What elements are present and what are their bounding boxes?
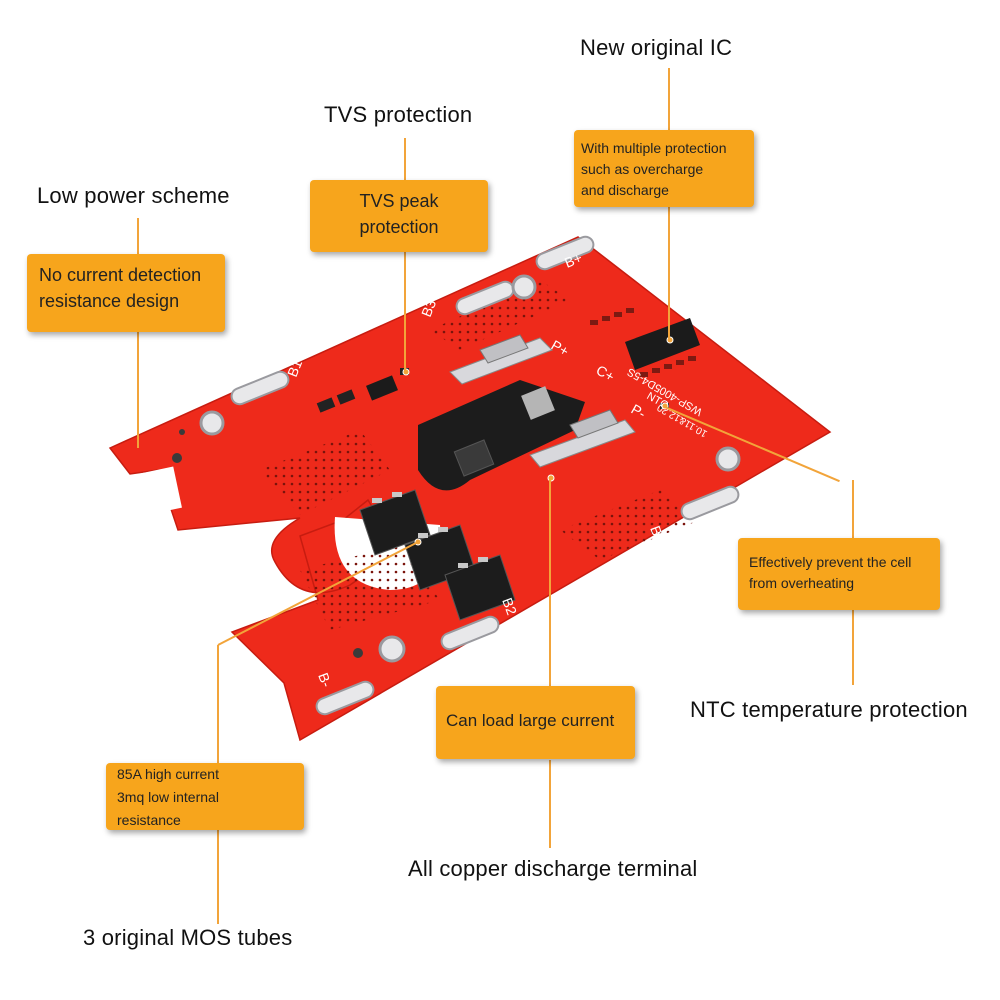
connector-center-pin — [521, 386, 555, 420]
connector-socket — [453, 439, 495, 477]
via-hole-2 — [179, 429, 185, 435]
mount-hole-right — [715, 446, 741, 472]
pad-b-plus — [535, 235, 595, 271]
leader-ntc-vertical — [852, 480, 854, 538]
mount-hole-bottom — [378, 635, 406, 663]
via-field-right — [560, 490, 700, 560]
callout-mos-line2: 3mq low internal — [117, 789, 219, 805]
pad-b-minus — [315, 680, 375, 716]
leader-terminal-top — [549, 478, 551, 688]
heading-mos: 3 original MOS tubes — [83, 925, 293, 950]
diode-2 — [336, 389, 356, 405]
mount-hole-left — [199, 410, 225, 436]
leader-tvs-bottom — [404, 251, 406, 372]
ic-chip — [625, 318, 700, 370]
heading-new-ic: New original IC — [580, 35, 733, 60]
leader-terminal-bottom — [549, 760, 551, 848]
leader-mos-top — [217, 645, 219, 763]
leader-low-power-top — [137, 218, 139, 254]
heading-low-power: Low power scheme — [37, 183, 230, 208]
heading-tvs: TVS protection — [324, 102, 473, 127]
heading-ntc: NTC temperature protection — [690, 697, 968, 722]
callout-mos: 85A high current 3mq low internal resist… — [106, 763, 304, 830]
pad-b1 — [230, 370, 290, 406]
pad-b4 — [680, 485, 740, 521]
leader-low-power-bottom — [137, 331, 139, 448]
resistor-array — [590, 308, 696, 377]
callout-tvs-line2: protection — [359, 217, 439, 237]
mosfet-leads — [372, 492, 488, 568]
callout-ntc: Effectively prevent the cell from overhe… — [738, 538, 940, 610]
terminal-clip-2 — [569, 409, 619, 439]
via-field-left — [260, 430, 390, 515]
via-field-bottom — [300, 545, 440, 630]
silk-b2: B2 — [499, 596, 520, 618]
callout-low-power: No current detection resistance design — [27, 254, 225, 332]
silk-b3: B3 — [418, 297, 439, 319]
callout-current: Can load large current — [436, 686, 635, 759]
callout-tvs-line1: TVS peak — [359, 191, 439, 211]
heading-copper: All copper discharge terminal — [408, 856, 698, 881]
leader-mos-bottom — [217, 829, 219, 924]
leader-new-ic-bottom — [668, 206, 670, 341]
callout-ntc-line1: Effectively prevent the cell — [749, 554, 912, 570]
callout-new-ic-line3: and discharge — [581, 182, 669, 198]
callout-current-text: Can load large current — [446, 711, 615, 730]
callout-new-ic: With multiple protection such as overcha… — [574, 130, 754, 207]
leader-ntc-bottom — [852, 610, 854, 685]
via-hole-1 — [172, 453, 182, 463]
silk-p-plus: P+ — [549, 337, 572, 360]
callout-mos-line3: resistance — [117, 812, 181, 828]
callout-new-ic-line2: such as overcharge — [581, 161, 704, 177]
leader-mos-diagonal — [217, 541, 419, 646]
callout-mos-line1: 85A high current — [117, 766, 219, 782]
silk-b-minus: B- — [315, 671, 335, 690]
silk-b4: B4 — [647, 524, 668, 546]
silk-b1: B1 — [284, 357, 305, 379]
callout-new-ic-line1: With multiple protection — [581, 140, 727, 156]
callout-low-power-line2: resistance design — [39, 291, 180, 311]
leader-new-ic-top — [668, 68, 670, 130]
silk-b-plus: B+ — [562, 249, 584, 270]
callout-ntc-line2: from overheating — [749, 575, 855, 591]
mount-hole-top — [511, 274, 537, 300]
leader-tvs-top — [404, 138, 406, 180]
terminal-clip-1 — [479, 334, 529, 364]
silk-c-plus: C+ — [594, 362, 618, 385]
callout-low-power-line1: No current detection — [39, 265, 202, 285]
via-field-top — [430, 280, 570, 350]
via-hole-3 — [353, 648, 363, 658]
tvs-chip — [366, 375, 398, 401]
pcb-notch — [136, 466, 182, 516]
pad-b2 — [440, 615, 500, 651]
callout-tvs: TVS peak protection — [310, 180, 488, 252]
diode-1 — [316, 397, 336, 413]
